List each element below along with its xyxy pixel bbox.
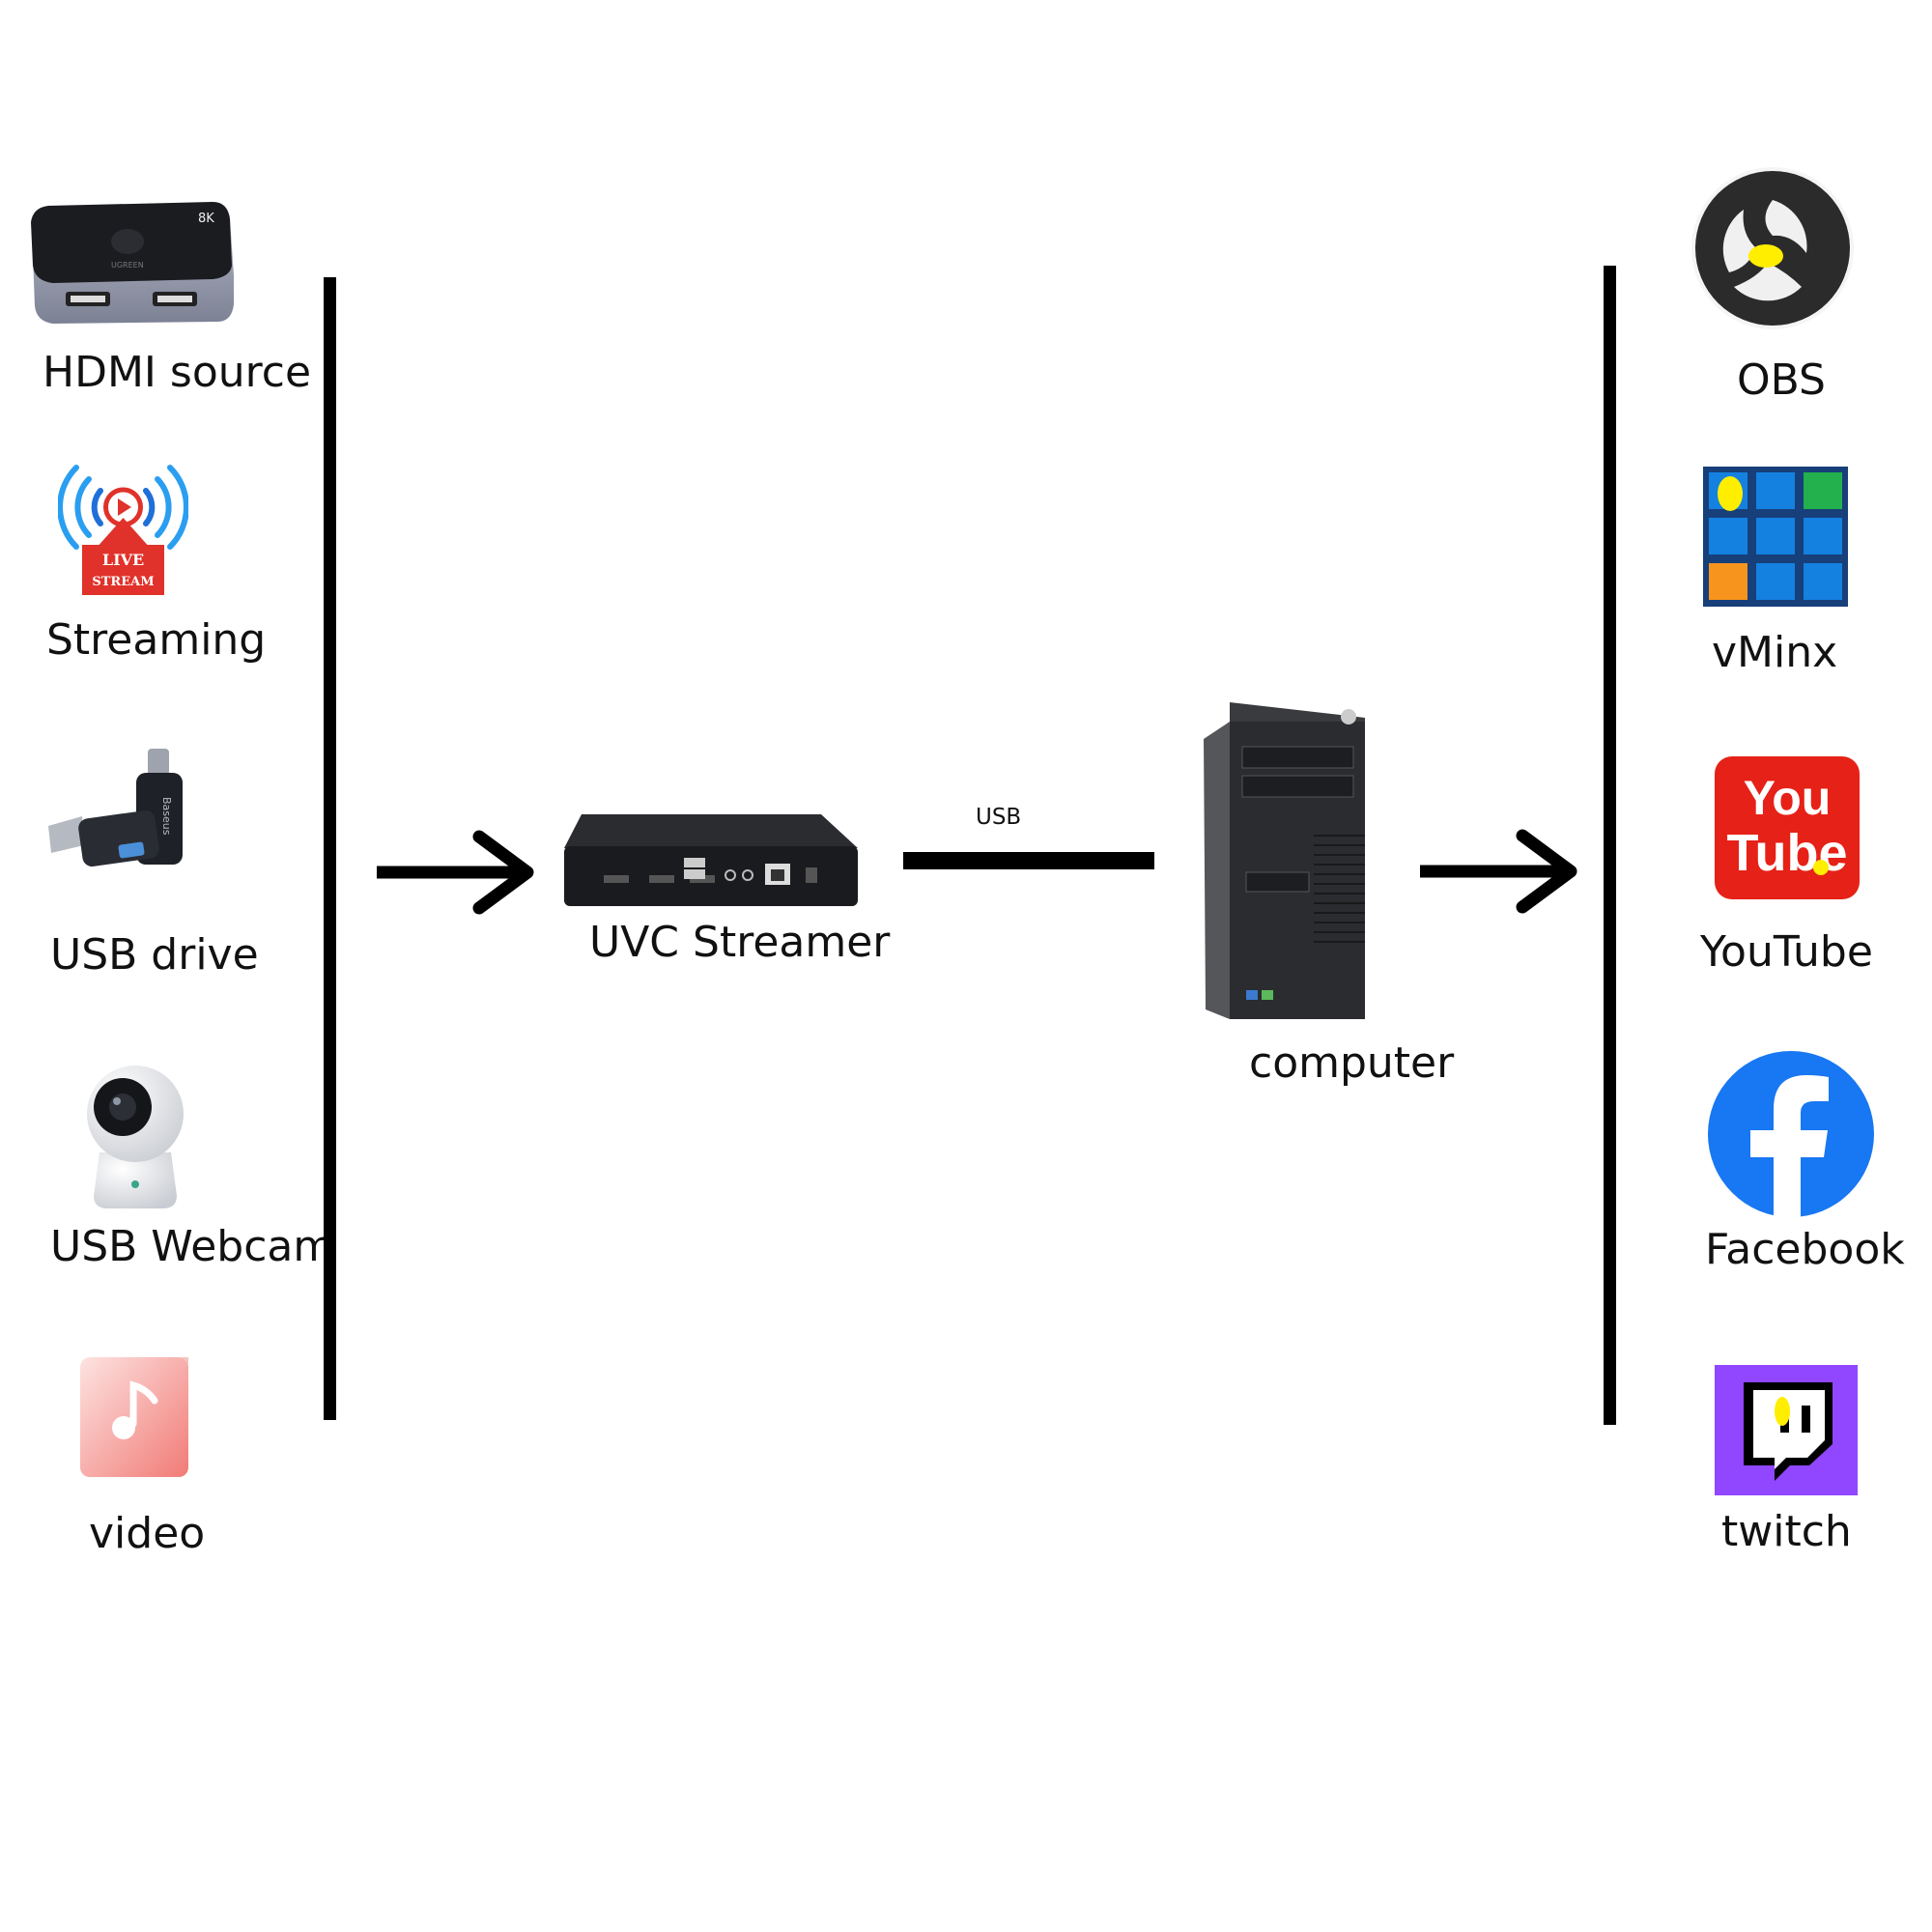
right-divider-line: [1604, 266, 1616, 1425]
youtube-logo-you: You: [1744, 771, 1832, 825]
youtube-icon: You Tube: [1715, 756, 1860, 899]
live-text: LIVE: [102, 551, 144, 569]
hdmi-source-image: 8K UGREEN: [29, 198, 237, 328]
uvc-streamer-label: UVC Streamer: [589, 918, 891, 967]
live-stream-icon: LIVE STREAM: [58, 462, 188, 607]
left-divider-line: [324, 277, 336, 1420]
stream-text: STREAM: [92, 575, 154, 589]
obs-label: OBS: [1737, 355, 1826, 405]
twitch-label: twitch: [1721, 1507, 1852, 1556]
twitch-icon: [1715, 1365, 1858, 1495]
usb-drive-label: USB drive: [50, 930, 259, 980]
video-icon: [77, 1354, 193, 1480]
computer-image: [1196, 700, 1370, 1024]
usb-webcam-image: [82, 1061, 188, 1210]
video-label: video: [89, 1509, 206, 1558]
youtube-logo-tube: Tube: [1727, 824, 1848, 882]
facebook-icon: [1708, 1051, 1874, 1217]
hdmi-source-label: HDMI source: [43, 348, 312, 397]
usb-drive-image: Baseus: [43, 749, 198, 884]
youtube-label: YouTube: [1700, 927, 1873, 977]
usb-connection-label: USB: [976, 805, 1022, 830]
uvc-streamer-image: [560, 810, 860, 911]
computer-label: computer: [1249, 1038, 1455, 1088]
hdmi-brand-text: UGREEN: [111, 261, 144, 270]
usb-webcam-label: USB Webcam: [50, 1222, 335, 1271]
vmix-icon: [1703, 467, 1848, 607]
arrow-to-outputs: [1418, 828, 1582, 915]
usb-connection-line: [903, 852, 1154, 869]
facebook-label: Facebook: [1705, 1225, 1905, 1274]
obs-icon: [1690, 166, 1855, 330]
vmix-label: vMinx: [1712, 628, 1838, 677]
arrow-to-streamer: [375, 829, 539, 916]
streaming-label: Streaming: [46, 615, 267, 665]
adapter-brand-text: Baseus: [160, 797, 173, 836]
hdmi-badge-text: 8K: [198, 212, 214, 226]
